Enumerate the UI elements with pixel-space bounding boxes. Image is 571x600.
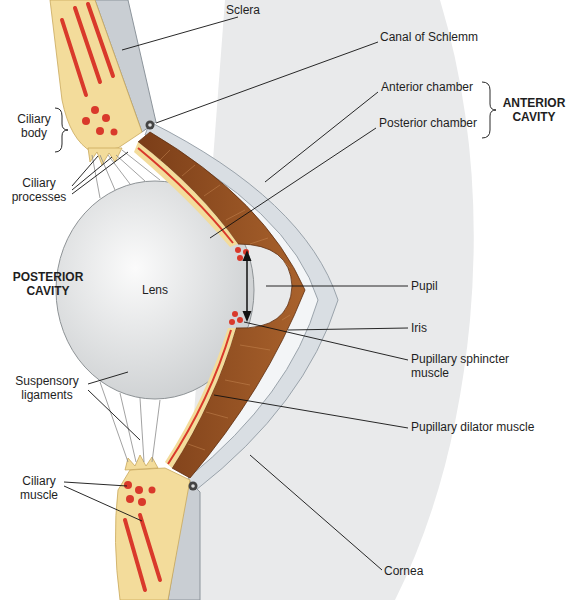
part-label: Pupil [411,279,491,293]
ciliary-muscle-fibres [62,4,113,95]
part-label: Sclera [226,3,286,17]
iris-shape [138,132,305,478]
part-label: Iris [411,321,491,335]
ciliary-body [50,0,142,152]
part-label: Anterior chamber [381,80,491,94]
ciliary-muscle-fibres [125,515,160,590]
group-label: POSTERIOR CAVITY [2,270,94,298]
canal-of-schlemm-symbol [146,121,198,491]
pupillary-dilator-fibre [168,330,231,464]
iris-posterior-layer [134,142,238,247]
leader-lines [55,17,496,570]
part-label: Pupillary dilator muscle [411,420,536,434]
node-label: Lens [55,283,255,297]
ciliary-body [115,468,190,600]
part-label: Suspensory ligaments [6,374,88,402]
part-label: Ciliary processes [4,176,74,204]
pupil-arrow [243,250,252,322]
part-label: Pupillary sphincter muscle [411,352,536,380]
iris-posterior-layer [165,328,236,468]
part-label: Canal of Schlemm [380,30,520,44]
part-label: Ciliary muscle [14,474,64,502]
pupillary-dilator-fibre [138,148,233,243]
part-label: Cornea [384,564,464,578]
ciliary-muscle-dots [124,481,156,506]
part-label: Posterior chamber [379,116,489,130]
ciliary-muscle-dots [82,106,118,136]
group-label: ANTERIOR CAVITY [498,96,570,124]
part-label: Ciliary body [12,112,56,140]
ciliary-processes [125,455,158,470]
